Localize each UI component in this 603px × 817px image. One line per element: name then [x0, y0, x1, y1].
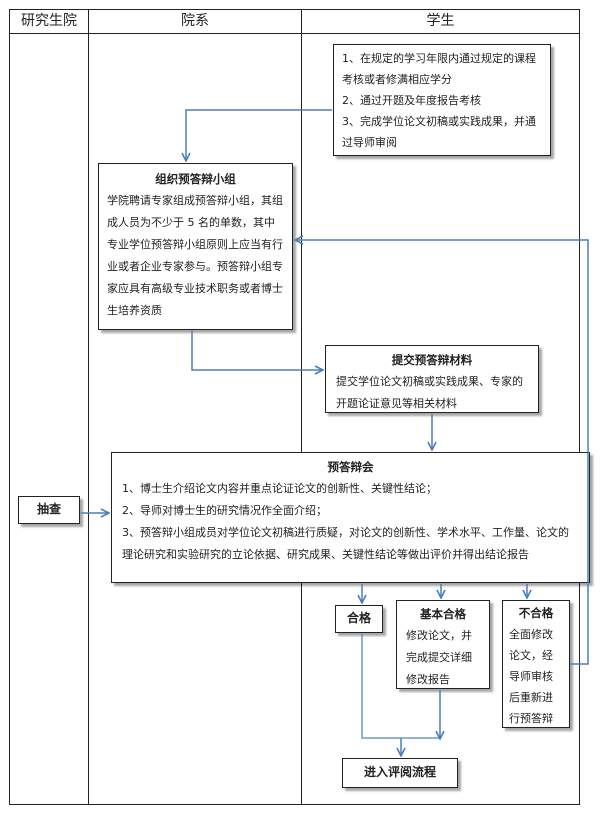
outcome-fail-box: 不合格 全面修改论文，经导师审核后重新进行预答辩 [502, 600, 570, 728]
lane-title-student: 学生 [426, 13, 455, 29]
outcome-basic-pass-body: 修改论文，并完成提交详细修改报告 [406, 629, 472, 686]
submit-materials-box: 提交预答辩材料 提交学位论文初稿或实践成果、专家的开题论证意见等相关材料 [325, 345, 539, 413]
outcome-basic-pass-title: 基本合格 [420, 607, 466, 621]
arrow-fail-loopback [296, 240, 589, 665]
enter-review-process-box: 进入评阅流程 [342, 758, 458, 788]
outcome-pass-box: 合格 [335, 605, 383, 633]
spot-check-box: 抽查 [18, 496, 80, 524]
requirement-item: 3、完成学位论文初稿或实践成果，并通过导师审阅 [342, 115, 536, 149]
lane-title-department: 院系 [181, 13, 209, 29]
requirement-item: 2、通过开题及年度报告考核 [342, 94, 481, 107]
defense-item: 1、博士生介绍论文内容并重点论证论文的创新性、关键性结论； [122, 482, 437, 495]
defense-item: 2、导师对博士生的研究情况作全面介绍； [122, 504, 327, 517]
outcome-fail-body: 全面修改论文，经导师审核后重新进行预答辩 [509, 628, 553, 725]
submit-materials-body: 提交学位论文初稿或实践成果、专家的开题论证意见等相关材料 [336, 375, 523, 410]
organize-panel-title: 组织预答辩小组 [155, 172, 236, 186]
submit-materials-title: 提交预答辩材料 [391, 353, 473, 367]
arrow-requirements-to-panel [186, 109, 332, 160]
organize-panel-body: 学院聘请专家组成预答辩小组，其组成人员为不少于 5 名的单数，其中专业学位预答辩… [107, 194, 283, 317]
student-requirements-box: 1、在规定的学习年限内通过规定的课程考核或者修满相应学分 2、通过开题及年度报告… [333, 44, 551, 156]
pre-defense-meeting-box: 预答辩会 1、博士生介绍论文内容并重点论证论文的创新性、关键性结论； 2、导师对… [111, 452, 590, 583]
lane-title-graduate-school: 研究生院 [21, 13, 77, 29]
defense-item: 3、预答辩小组成员对学位论文初稿进行质疑，对论文的创新性、学术水平、工作量、论文… [122, 526, 569, 561]
organize-panel-box: 组织预答辩小组 学院聘请专家组成预答辩小组，其组成人员为不少于 5 名的单数，其… [98, 163, 293, 330]
requirement-item: 1、在规定的学习年限内通过规定的课程考核或者修满相应学分 [342, 52, 536, 86]
pre-defense-meeting-title: 预答辩会 [327, 460, 374, 474]
outcome-basic-pass-box: 基本合格 修改论文，并完成提交详细修改报告 [396, 600, 490, 689]
arrow-panel-to-submit [191, 331, 322, 370]
line-pass-down [361, 634, 440, 739]
outcome-fail-title: 不合格 [518, 606, 554, 620]
